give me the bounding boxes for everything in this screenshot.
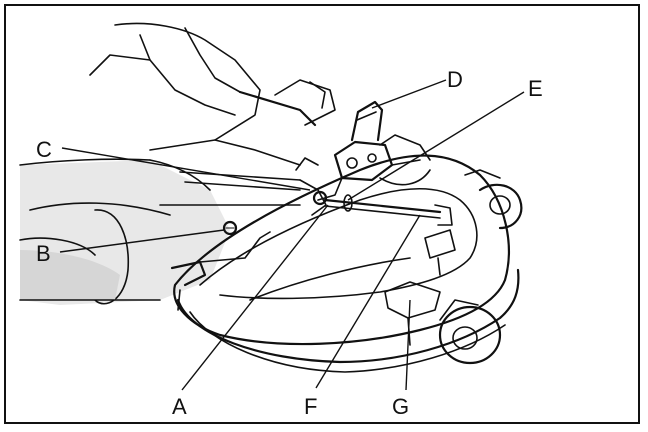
leader-lines bbox=[59, 79, 525, 391]
leader-f bbox=[315, 214, 421, 389]
hitch-linkage bbox=[222, 100, 453, 236]
callout-labels: A B C D E F G bbox=[36, 67, 543, 419]
leader-e bbox=[347, 91, 525, 201]
mower-deck bbox=[170, 154, 523, 373]
leader-g bbox=[405, 299, 411, 391]
callout-b: B bbox=[36, 241, 51, 266]
tractor-body bbox=[19, 22, 336, 305]
callout-d: D bbox=[447, 67, 463, 92]
callout-g: G bbox=[392, 394, 409, 419]
callout-a: A bbox=[172, 394, 187, 419]
leader-a bbox=[181, 204, 329, 391]
callout-e: E bbox=[528, 76, 543, 101]
callout-f: F bbox=[304, 394, 317, 419]
leader-c bbox=[61, 147, 311, 191]
leader-d bbox=[371, 79, 447, 109]
callout-c: C bbox=[36, 137, 52, 162]
leader-b bbox=[59, 229, 225, 253]
